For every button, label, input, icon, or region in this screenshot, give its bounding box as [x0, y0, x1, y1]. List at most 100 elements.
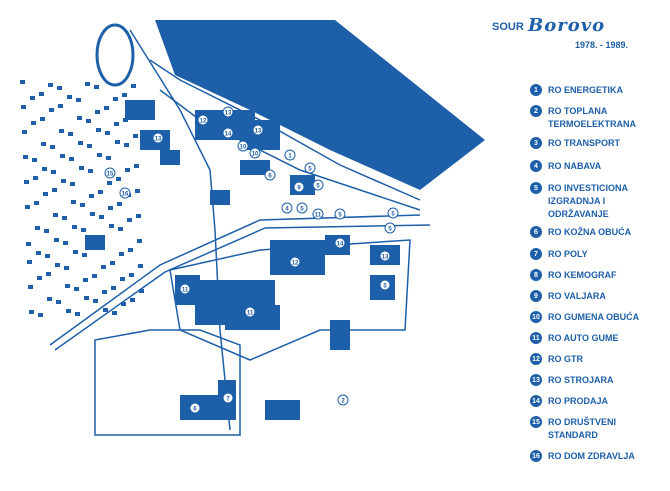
- house: [84, 296, 89, 300]
- legend-label: RO NABAVA: [548, 161, 602, 171]
- house: [99, 215, 104, 219]
- header-years: 1978. - 1989.: [575, 40, 629, 50]
- house: [31, 121, 36, 125]
- map-marker: [379, 279, 391, 291]
- house: [64, 266, 69, 270]
- house: [112, 311, 117, 315]
- house: [48, 83, 53, 87]
- map-marker: [264, 169, 276, 181]
- legend-number-badge: 11: [530, 332, 542, 344]
- house: [52, 188, 57, 192]
- map-marker-number: 9: [297, 186, 301, 192]
- house: [57, 86, 62, 90]
- house: [104, 106, 109, 110]
- legend-label: RO DRUŠTVENI STANDARD: [548, 417, 617, 440]
- map-marker: [119, 187, 131, 199]
- legend-number-badge: 12: [530, 353, 542, 365]
- house: [131, 84, 136, 88]
- house: [50, 145, 55, 149]
- house: [29, 310, 34, 314]
- house: [47, 297, 52, 301]
- map-marker-number: 10: [252, 152, 259, 158]
- legend-label: RO POLY: [548, 249, 588, 259]
- map-marker: [384, 222, 396, 234]
- legend-label: RO GTR: [548, 354, 583, 364]
- map-marker: [104, 167, 116, 179]
- map-marker-number: 10: [240, 145, 247, 151]
- house: [89, 194, 94, 198]
- house: [133, 134, 138, 138]
- map-marker-number: 6: [193, 407, 197, 413]
- legend-number-badge: 5: [530, 182, 542, 194]
- house: [108, 206, 113, 210]
- house: [88, 169, 93, 173]
- legend-number-badge: 6: [530, 226, 542, 238]
- map-marker: [237, 140, 249, 152]
- legend-item: 6 RO KOŽNA OBUĆA: [530, 226, 648, 239]
- legend-number-badge: 2: [530, 105, 542, 117]
- house: [71, 200, 76, 204]
- house: [66, 309, 71, 313]
- house: [23, 155, 28, 159]
- map-marker: [387, 207, 399, 219]
- house: [27, 260, 32, 264]
- map-marker: [281, 202, 293, 214]
- map-marker: [334, 237, 346, 249]
- house: [20, 80, 25, 84]
- house: [109, 224, 114, 228]
- house: [74, 287, 79, 291]
- house: [111, 286, 116, 290]
- house: [116, 177, 121, 181]
- house: [62, 216, 67, 220]
- house: [122, 93, 127, 97]
- legend-label: RO KOŽNA OBUĆA: [548, 227, 632, 237]
- house: [54, 238, 59, 242]
- header-sour: SOUR: [492, 21, 524, 33]
- map-marker-number: 5: [388, 227, 392, 233]
- house: [38, 313, 43, 317]
- map-marker-number: 13: [225, 111, 232, 117]
- house: [139, 289, 144, 293]
- house: [135, 189, 140, 193]
- house: [22, 130, 27, 134]
- map-marker: [222, 392, 234, 404]
- house: [67, 95, 72, 99]
- house: [105, 131, 110, 135]
- house: [39, 92, 44, 96]
- house: [106, 156, 111, 160]
- house: [95, 110, 100, 114]
- legend-number-badge: 14: [530, 395, 542, 407]
- buildings: [20, 80, 400, 420]
- house: [114, 122, 119, 126]
- map-marker-number: 5: [338, 213, 342, 219]
- house: [75, 312, 80, 316]
- building: [125, 100, 155, 120]
- house: [77, 116, 82, 120]
- house: [43, 192, 48, 196]
- house: [55, 263, 60, 267]
- building: [160, 150, 180, 165]
- legend-number-badge: 3: [530, 137, 542, 149]
- legend-number-badge: 10: [530, 311, 542, 323]
- house: [101, 265, 106, 269]
- house: [82, 253, 87, 257]
- house: [21, 105, 26, 109]
- legend-number-badge: 16: [530, 450, 542, 462]
- map-marker: [222, 127, 234, 139]
- building: [265, 400, 300, 420]
- house: [78, 141, 83, 145]
- house: [58, 104, 63, 108]
- map-marker-number: 5: [383, 284, 387, 290]
- house: [33, 176, 38, 180]
- map-marker-number: 11: [247, 311, 254, 317]
- map-marker: [293, 181, 305, 193]
- house: [28, 285, 33, 289]
- house: [45, 254, 50, 258]
- map-marker: [312, 208, 324, 220]
- legend-number-badge: 9: [530, 290, 542, 302]
